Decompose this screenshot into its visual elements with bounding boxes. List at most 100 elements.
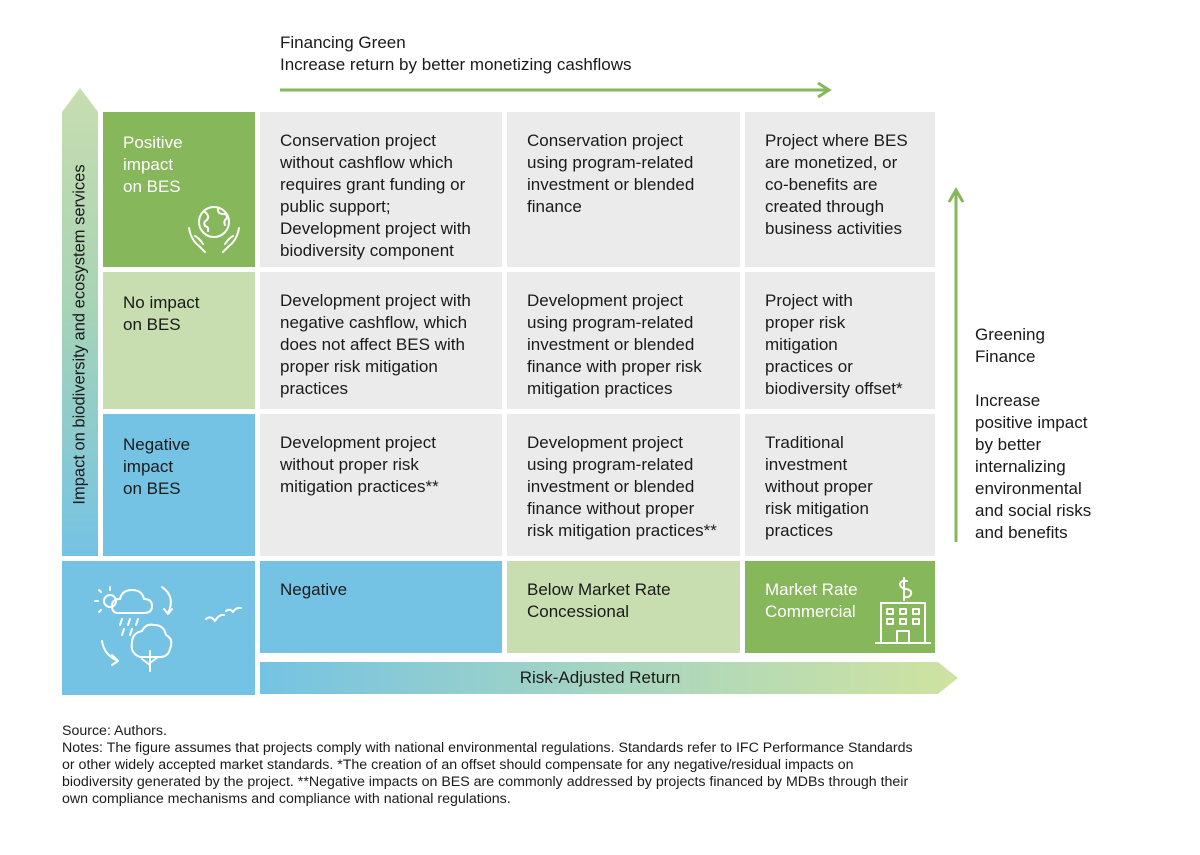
cell-positive-below-market: Conservation project using program-relat… [507,112,740,267]
cell-line: investment or blended [527,175,695,194]
nature-icon-cell [62,561,255,695]
cell-line: are monetized, or [765,153,898,172]
notes-line: biodiversity generated by the project. *… [62,774,909,790]
cell-line: mitigation practices** [280,477,439,496]
greening-desc-line: Increase [975,391,1041,410]
cell-line: using program-related [527,153,694,172]
column-label-line: Negative [280,580,348,599]
cell-line: finance [527,197,582,216]
cell-none-below-market: Development project using program-relate… [507,272,740,409]
greening-desc-line: internalizing [975,457,1066,476]
cell-none-market-rate: Project with proper risk mitigation prac… [745,272,935,409]
financing-green-title: Financing Green [280,33,406,52]
cell-line: Conservation project [280,131,436,150]
cell-line: without proper [765,477,873,496]
cell-line: Conservation project [527,131,683,150]
cell-line: proper risk mitigation [280,357,438,376]
greening-finance-title: Greening Finance [975,324,1045,368]
cell-line: mitigation practices [527,379,673,398]
earth-hands-icon [183,198,245,260]
column-below-market-rate: Below Market Rate Concessional [507,561,740,653]
cell-line: finance with proper risk [527,357,702,376]
row-header-line: on BES [123,315,181,334]
cell-line: investment [765,455,848,474]
financing-green-subtitle: Increase return by better monetizing cas… [280,55,632,74]
greening-title-line: Greening [975,325,1045,344]
cell-line: business activities [765,219,903,238]
row-header-line: Positive [123,133,183,152]
cell-none-negative-return: Development project with negative cashfl… [260,272,502,409]
cell-line: risk mitigation practices** [527,521,717,540]
greening-finance-description: Increase positive impact by better inter… [975,390,1135,544]
greening-desc-line: environmental [975,479,1082,498]
cell-line: requires grant funding or [280,175,466,194]
cell-line: without proper risk [280,455,419,474]
cell-line: practices [765,521,834,540]
greening-desc-line: and benefits [975,523,1068,542]
column-label-line: Below Market Rate [527,580,671,599]
row-header-negative: Negative impact on BES [103,414,255,556]
cell-negative-negative-return: Development project without proper risk … [260,414,502,556]
cell-line: Traditional [765,433,844,452]
cell-line: mitigation [765,335,838,354]
column-label-line: Market Rate [765,580,858,599]
row-header-line: on BES [123,177,181,196]
cell-line: Project where BES [765,131,908,150]
column-label-line: Concessional [527,602,630,621]
cell-line: Project with [765,291,853,310]
cell-line: investment or blended [527,477,695,496]
cell-line: using program-related [527,455,694,474]
row-header-none: No impact on BES [103,272,255,409]
cell-line: created through [765,197,885,216]
row-header-positive: Positive impact on BES [103,112,255,267]
dollar-building-icon [875,577,931,647]
cell-line: practices or [765,357,853,376]
column-negative-return: Negative [260,561,502,653]
financing-green-header: Financing Green Increase return by bette… [280,32,632,76]
column-label-line: Commercial [765,602,856,621]
notes-line: or other widely accepted market standard… [62,757,854,773]
horizontal-axis-label: Risk-Adjusted Return [519,668,681,687]
cell-line: Development project [280,433,436,452]
cell-line: negative cashflow, which [280,313,468,332]
cell-line: without cashflow which [280,153,453,172]
cell-line: biodiversity offset* [765,379,903,398]
cell-line: proper risk [765,313,846,332]
row-header-line: Negative [123,435,191,454]
cell-line: Development project with [280,219,471,238]
cell-line: using program-related [527,313,694,332]
cell-line: risk mitigation [765,499,869,518]
cell-line: Development project [527,291,683,310]
greening-desc-line: positive impact [975,413,1088,432]
horizontal-axis-arrow [260,658,960,703]
notes-line: Notes: The figure assumes that projects … [62,740,913,756]
greening-title-line: Finance [975,347,1036,366]
cell-line: co-benefits are [765,175,878,194]
row-header-line: impact [123,155,174,174]
greening-desc-line: and social risks [975,501,1092,520]
vertical-axis-label: Impact on biodiversity and ecosystem ser… [70,163,89,505]
vertical-axis-arrow [62,88,98,556]
weather-nature-icon [92,579,192,679]
cell-line: public support; [280,197,391,216]
cell-negative-market-rate: Traditional investment without proper ri… [745,414,935,556]
row-header-line: impact [123,457,174,476]
cell-positive-market-rate: Project where BES are monetized, or co-b… [745,112,935,267]
birds-icon [204,603,244,627]
cell-line: practices [280,379,349,398]
cell-line: Development project with [280,291,471,310]
cell-line: finance without proper [527,499,695,518]
cell-positive-negative-return: Conservation project without cashflow wh… [260,112,502,267]
row-header-line: No impact [123,293,200,312]
cell-line: investment or blended [527,335,695,354]
source-notes: Source: Authors. Notes: The figure assum… [62,723,1152,808]
cell-line: biodiversity component [280,241,454,260]
notes-line: own compliance mechanisms and compliance… [62,791,511,807]
column-market-rate: Market Rate Commercial [745,561,935,653]
financing-green-arrow [280,80,836,105]
greening-desc-line: by better [975,435,1042,454]
row-header-line: on BES [123,479,181,498]
source-line: Source: Authors. [62,723,167,739]
cell-line: does not affect BES with [280,335,465,354]
cell-negative-below-market: Development project using program-relate… [507,414,740,556]
